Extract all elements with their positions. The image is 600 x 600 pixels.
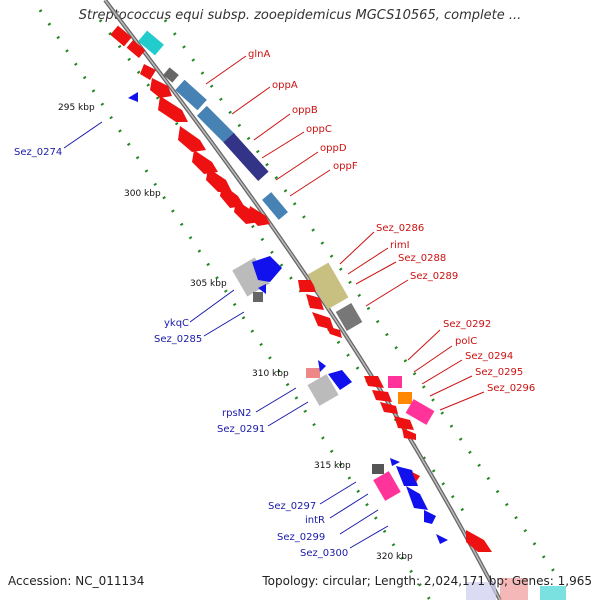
gene-label[interactable]: oppA xyxy=(272,80,298,91)
map-title: Streptococcus equi subsp. zooepidemicus … xyxy=(78,8,522,23)
gene-label[interactable]: rimI xyxy=(390,240,410,251)
gene-label[interactable]: ykqC xyxy=(164,318,189,329)
gene-label[interactable]: Sez_0285 xyxy=(154,334,202,345)
gene-label[interactable]: Sez_0292 xyxy=(443,319,491,330)
feature-cluster-top xyxy=(110,25,288,226)
gene-label[interactable]: Sez_0295 xyxy=(475,367,523,378)
reverse-cds-marker xyxy=(128,92,138,102)
feature-cluster-310 xyxy=(306,360,435,440)
gene-label[interactable]: Sez_0297 xyxy=(268,501,316,512)
scale-label: 320 kbp xyxy=(376,552,413,562)
feature-cluster-315 xyxy=(372,458,492,552)
gene-label[interactable]: Sez_0291 xyxy=(217,424,265,435)
feature-cluster-305 xyxy=(232,256,363,338)
gene-label[interactable]: Sez_0289 xyxy=(410,271,458,282)
gene-label[interactable]: oppC xyxy=(306,124,332,135)
genome-summary: Topology: circular; Length: 2,024,171 bp… xyxy=(262,574,592,588)
gene-label[interactable]: Sez_0299 xyxy=(277,532,325,543)
gene-label[interactable]: rpsN2 xyxy=(222,408,252,419)
scale-label: 310 kbp xyxy=(252,369,289,379)
reverse-leaders xyxy=(63,121,389,549)
gene-label[interactable]: Sez_0286 xyxy=(376,223,424,234)
gene-label[interactable]: Sez_0294 xyxy=(465,351,513,362)
feature-partial xyxy=(466,582,496,600)
gene-label[interactable]: polC xyxy=(455,336,477,347)
gene-label[interactable]: oppD xyxy=(320,143,347,154)
gene-label[interactable]: Sez_0296 xyxy=(487,383,535,394)
scale-label: 295 kbp xyxy=(58,103,95,113)
scale-label: 315 kbp xyxy=(314,461,351,471)
scale-label: 305 kbp xyxy=(190,279,227,289)
gene-label[interactable]: Sez_0274 xyxy=(14,147,62,158)
outer-tick-guide xyxy=(38,9,432,600)
scale-label: 300 kbp xyxy=(124,189,161,199)
gene-label[interactable]: Sez_0288 xyxy=(398,253,446,264)
gene-label[interactable]: intR xyxy=(305,515,325,526)
gene-label[interactable]: oppB xyxy=(292,105,318,116)
gene-label[interactable]: glnA xyxy=(248,49,270,60)
gene-label[interactable]: oppF xyxy=(333,161,358,172)
forward-leaders xyxy=(205,55,485,411)
gene-label[interactable]: Sez_0300 xyxy=(300,548,348,559)
inner-tick-guide xyxy=(163,19,562,581)
accession-label: Accession: NC_011134 xyxy=(8,574,145,588)
